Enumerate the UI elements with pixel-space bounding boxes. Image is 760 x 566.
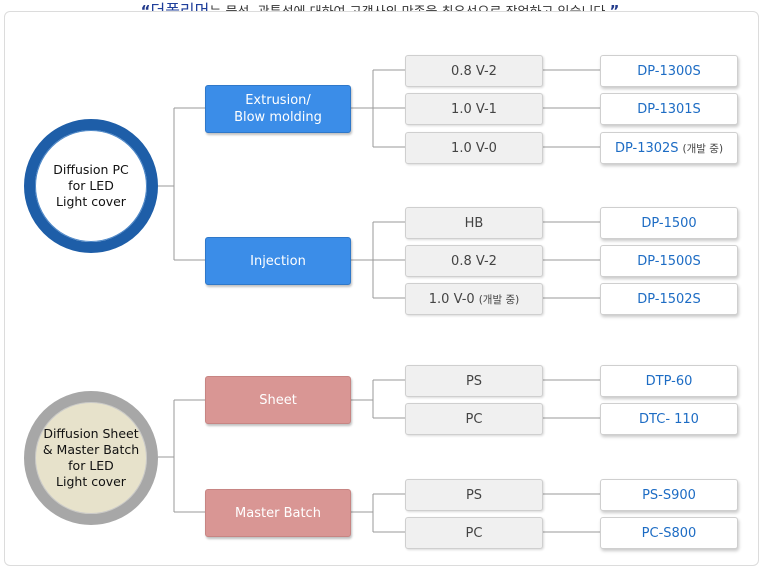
product-code: DTC- 110 <box>639 411 699 427</box>
process-label: Extrusion/ <box>245 93 311 108</box>
diffusion-pc-circle: Diffusion PC for LED Light cover <box>24 119 158 253</box>
process-extrusion-blow-molding: Extrusion/ Blow molding <box>205 85 351 133</box>
grade-label: 0.8 V-2 <box>451 253 497 269</box>
product-box: DTC- 110 <box>600 403 738 435</box>
grade-label: PS <box>465 487 483 503</box>
process-label: Master Batch <box>235 505 321 521</box>
grade-label: HB <box>464 215 484 231</box>
product-code: DP-1500S <box>637 253 701 269</box>
grade-box: HB <box>405 207 543 239</box>
product-code: DP-1502S <box>637 291 701 307</box>
grade-label: 0.8 V-2 <box>451 63 497 79</box>
product-code: DP-1500 <box>641 215 697 231</box>
grade-note: (개발 중) <box>478 293 520 306</box>
product-box: DP-1502S <box>600 283 738 315</box>
product-box: PC-S800 <box>600 517 738 549</box>
circle-line: for LED <box>68 458 114 473</box>
product-box: DTP-60 <box>600 365 738 397</box>
grade-box: PC <box>405 517 543 549</box>
grade-label: PC <box>465 411 483 427</box>
grade-box: PS <box>405 479 543 511</box>
product-box: DP-1302S(개발 중) <box>600 132 738 164</box>
product-code: DP-1300S <box>637 63 701 79</box>
process-sheet: Sheet <box>205 376 351 424</box>
product-code: DP-1301S <box>637 101 701 117</box>
process-label: Injection <box>250 253 306 269</box>
product-note: (개발 중) <box>682 142 724 155</box>
process-master-batch: Master Batch <box>205 489 351 537</box>
grade-label: 1.0 V-0 <box>428 291 475 307</box>
grade-label: 1.0 V-1 <box>451 101 497 117</box>
grade-label: PC <box>465 525 483 541</box>
process-label: Sheet <box>259 392 297 408</box>
product-box: PS-S900 <box>600 479 738 511</box>
product-box: DP-1300S <box>600 55 738 87</box>
grade-label: PS <box>465 373 483 389</box>
circle-line: for LED <box>68 178 114 193</box>
product-code: DTP-60 <box>645 373 693 389</box>
product-code: PC-S800 <box>641 525 697 541</box>
grade-box: PS <box>405 365 543 397</box>
grade-box: 1.0 V-0 <box>405 132 543 164</box>
circle-line: Diffusion PC <box>53 162 129 177</box>
product-box: DP-1500S <box>600 245 738 277</box>
grade-label: 1.0 V-0 <box>451 140 497 156</box>
grade-box: PC <box>405 403 543 435</box>
grade-box: 0.8 V-2 <box>405 55 543 87</box>
circle-line: & Master Batch <box>42 442 140 457</box>
process-injection: Injection <box>205 237 351 285</box>
circle-line: Light cover <box>56 474 126 489</box>
product-code: DP-1302S <box>614 140 679 156</box>
grade-box: 0.8 V-2 <box>405 245 543 277</box>
grade-box: 1.0 V-1 <box>405 93 543 125</box>
product-box: DP-1301S <box>600 93 738 125</box>
circle-line: Diffusion Sheet <box>43 426 139 441</box>
circle-line: Light cover <box>56 194 126 209</box>
process-label: Blow molding <box>234 110 322 125</box>
product-code: PS-S900 <box>642 487 696 503</box>
product-box: DP-1500 <box>600 207 738 239</box>
diffusion-sheet-circle: Diffusion Sheet & Master Batch for LED L… <box>24 391 158 525</box>
grade-box: 1.0 V-0(개발 중) <box>405 283 543 315</box>
